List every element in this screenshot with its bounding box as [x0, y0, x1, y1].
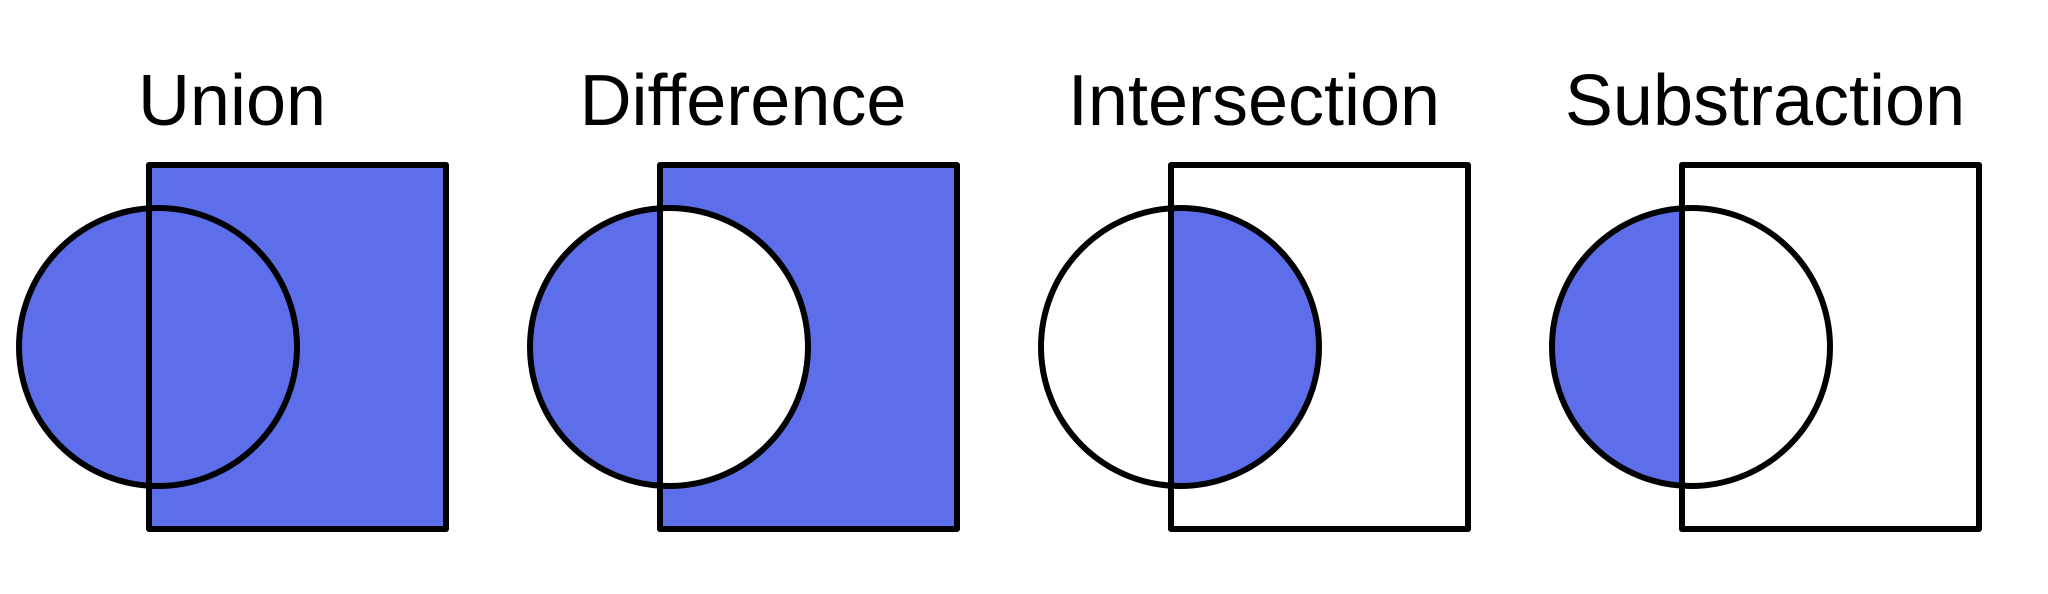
panel-difference: Difference: [527, 61, 960, 532]
circle-outline: [16, 205, 300, 489]
intersection-region: [660, 208, 808, 486]
panel-title: Union: [138, 61, 326, 141]
square-outline: [1679, 162, 1982, 532]
panel-title: Difference: [580, 61, 907, 141]
circle-outline: [527, 205, 811, 489]
panel-intersection: Intersection: [1038, 61, 1471, 532]
panel-title: Substraction: [1565, 61, 1965, 141]
circle-only-region: [19, 208, 149, 486]
circle-only-region: [1041, 208, 1171, 486]
intersection-region: [1682, 208, 1830, 486]
panel-title: Intersection: [1068, 61, 1440, 141]
panel-union: Union: [16, 61, 449, 532]
circle-outline: [1549, 205, 1833, 489]
square-outline: [1168, 162, 1471, 532]
circle-only-region: [530, 208, 660, 486]
intersection-region: [1171, 208, 1319, 486]
square-outline: [146, 162, 449, 532]
circle-outline: [1038, 205, 1322, 489]
square-outline: [657, 162, 960, 532]
circle-only-region: [1552, 208, 1682, 486]
panel-substraction: Substraction: [1549, 61, 1982, 532]
intersection-region: [149, 208, 297, 486]
